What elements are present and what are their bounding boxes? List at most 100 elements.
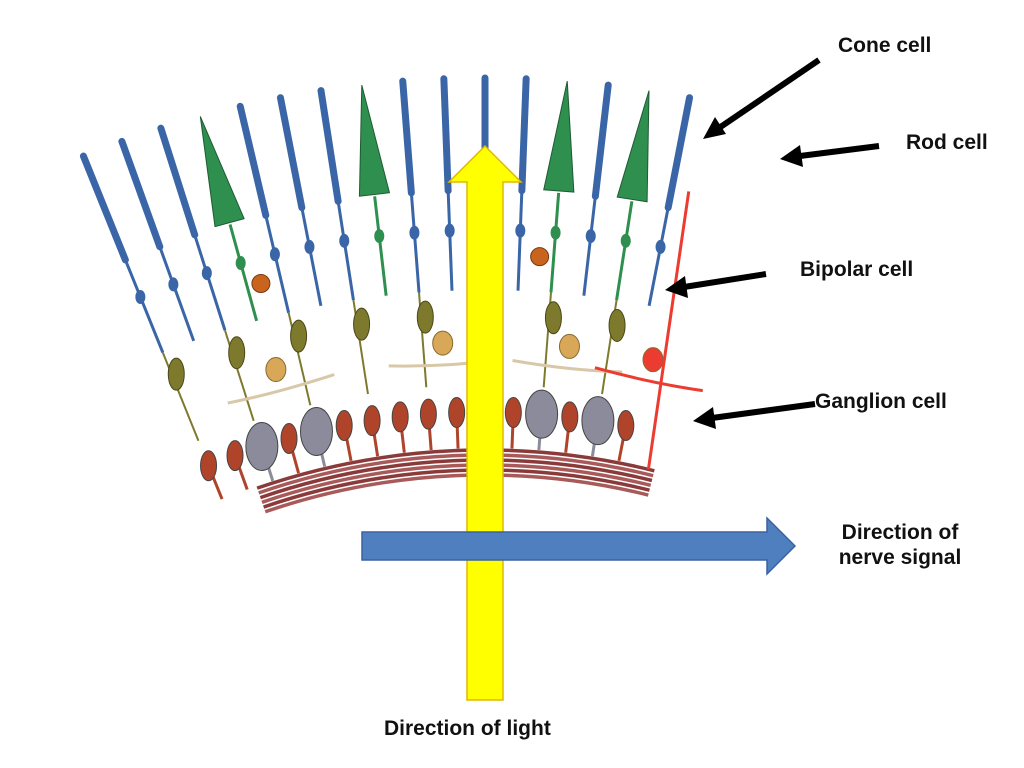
photoreceptor-nucleus bbox=[304, 239, 315, 254]
bipolar-cell-body bbox=[290, 319, 308, 353]
photoreceptor-nucleus bbox=[269, 247, 280, 262]
rod-cell-label: Rod cell bbox=[906, 131, 988, 154]
bipolar-cell-body bbox=[544, 301, 562, 335]
bipolar-pointer-arrow bbox=[665, 271, 767, 298]
cone-pointer-arrow bbox=[703, 57, 821, 139]
ganglion-cell-label: Ganglion cell bbox=[815, 390, 947, 413]
ganglion-cell-body bbox=[299, 406, 333, 456]
rod-outer-segment bbox=[118, 137, 164, 251]
horizontal-cell-process bbox=[594, 366, 703, 393]
photoreceptor-nucleus bbox=[235, 256, 246, 271]
amacrine-cell-body bbox=[617, 410, 635, 442]
nerve-signal-label-line1: Direction of bbox=[841, 521, 959, 544]
photoreceptor-nucleus bbox=[585, 229, 596, 244]
nerve-fiber-layer bbox=[256, 448, 655, 514]
photoreceptor-nucleus bbox=[515, 223, 526, 238]
light-direction-arrow bbox=[447, 144, 523, 701]
nerve-fiber-arc bbox=[259, 458, 653, 500]
synapse-knot bbox=[251, 274, 271, 294]
rod-pointer-arrow bbox=[780, 143, 880, 167]
amacrine-cell-body bbox=[280, 422, 298, 454]
ganglion-cell-layer bbox=[200, 389, 635, 500]
highlighted-pathway-line bbox=[646, 191, 691, 470]
horizontal-cell-body bbox=[558, 333, 580, 359]
rod-outer-segment bbox=[157, 124, 199, 239]
rod-outer-segment bbox=[440, 75, 452, 195]
photoreceptor-inner-segment bbox=[336, 201, 355, 301]
nerve-fiber-arc bbox=[261, 463, 652, 504]
amacrine-cell-body bbox=[504, 397, 522, 429]
amacrine-cell-body bbox=[391, 401, 409, 433]
horizontal-cell-body bbox=[265, 357, 287, 383]
highlighted-pathway bbox=[594, 191, 703, 470]
rod-outer-segment bbox=[317, 87, 342, 205]
amacrine-cell-body bbox=[561, 401, 579, 433]
photoreceptor-inner-segment bbox=[615, 201, 634, 301]
amacrine-cell-body bbox=[226, 440, 244, 472]
photoreceptor-inner-segment bbox=[647, 207, 670, 307]
rod-outer-segment bbox=[518, 75, 530, 195]
bipolar-cell-body bbox=[228, 336, 246, 370]
amacrine-cell-body bbox=[200, 450, 218, 482]
amacrine-cell-body bbox=[448, 397, 466, 429]
photoreceptor-inner-segment bbox=[516, 190, 524, 291]
cone-cell-label: Cone cell bbox=[838, 34, 932, 57]
rod-outer-segment bbox=[79, 152, 129, 264]
photoreceptor-inner-segment bbox=[264, 215, 291, 314]
bipolar-cell-body bbox=[167, 357, 185, 391]
photoreceptor-nucleus bbox=[374, 229, 385, 244]
synapse-knot bbox=[530, 247, 550, 267]
ganglion-cell-body bbox=[525, 389, 559, 439]
photoreceptor-nucleus bbox=[444, 223, 455, 238]
rod-outer-segment bbox=[276, 94, 306, 212]
nerve-fiber-arc bbox=[256, 448, 655, 490]
horizontal-cell-body bbox=[432, 330, 454, 356]
nerve-fiber-arc bbox=[263, 468, 650, 509]
photoreceptor-layer bbox=[79, 74, 694, 354]
photoreceptor-inner-segment bbox=[158, 246, 196, 342]
bipolar-cell-body bbox=[416, 300, 434, 334]
photoreceptor-inner-segment bbox=[446, 190, 454, 291]
photoreceptor-nucleus bbox=[655, 239, 666, 254]
amacrine-cell-body bbox=[363, 405, 381, 437]
photoreceptor-inner-segment bbox=[228, 224, 259, 322]
photoreceptor-nucleus bbox=[550, 225, 561, 240]
rod-outer-segment bbox=[236, 102, 270, 219]
amacrine-cell-body bbox=[419, 398, 437, 430]
photoreceptor-inner-segment bbox=[582, 196, 597, 296]
photoreceptor-nucleus bbox=[135, 289, 146, 304]
rod-outer-segment bbox=[591, 81, 612, 200]
amacrine-cell-body bbox=[335, 410, 353, 442]
horizontal-cell-body bbox=[642, 347, 664, 373]
photoreceptor-inner-segment bbox=[549, 192, 561, 293]
cone-outer-segment bbox=[199, 116, 245, 228]
nerve-fiber-arc bbox=[264, 473, 649, 514]
photoreceptor-inner-segment bbox=[409, 192, 421, 293]
nerve-signal-arrow bbox=[361, 516, 797, 576]
ganglion-pointer-arrow bbox=[693, 401, 816, 429]
ganglion-cell-body bbox=[581, 396, 615, 446]
photoreceptor-nucleus bbox=[620, 233, 631, 248]
bipolar-cell-label: Bipolar cell bbox=[800, 258, 914, 281]
cone-outer-segment bbox=[616, 90, 650, 203]
light-direction-label: Direction of light bbox=[384, 717, 551, 740]
rod-outer-segment bbox=[664, 94, 694, 212]
photoreceptor-nucleus bbox=[168, 277, 179, 292]
nerve-signal-label-line2: nerve signal bbox=[838, 546, 962, 570]
bipolar-cell-body bbox=[608, 309, 626, 343]
cone-outer-segment bbox=[543, 81, 575, 193]
photoreceptor-nucleus bbox=[201, 266, 212, 281]
rod-outer-segment bbox=[399, 77, 415, 197]
ganglion-cell-body bbox=[245, 422, 279, 472]
photoreceptor-inner-segment bbox=[193, 234, 227, 331]
cone-outer-segment bbox=[358, 84, 391, 197]
photoreceptor-inner-segment bbox=[123, 259, 165, 354]
horizontal-cell-process bbox=[227, 373, 335, 405]
photoreceptor-inner-segment bbox=[300, 207, 323, 307]
photoreceptor-nucleus bbox=[339, 233, 350, 248]
photoreceptor-inner-segment bbox=[373, 196, 388, 296]
photoreceptor-nucleus bbox=[409, 225, 420, 240]
bipolar-cell-body bbox=[353, 307, 371, 341]
